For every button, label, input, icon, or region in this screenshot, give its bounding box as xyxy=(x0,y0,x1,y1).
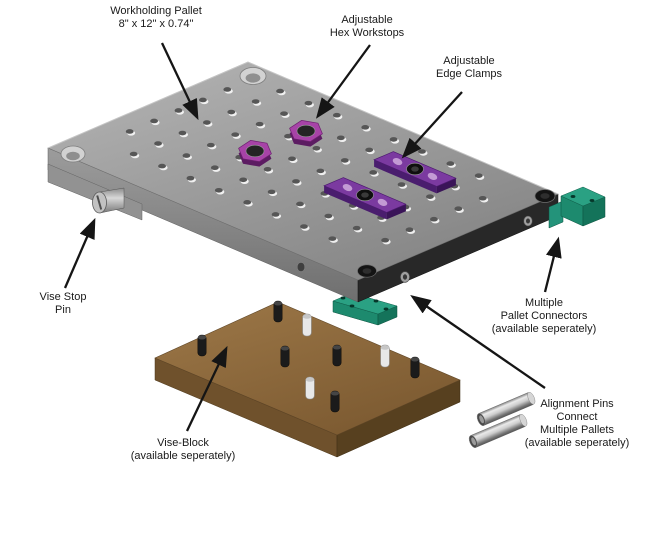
label-line: (available seperately) xyxy=(491,323,597,335)
vise-block-black-pins xyxy=(197,300,420,413)
label-line: Pallet Connectors xyxy=(500,310,588,322)
label-line: Vise Stop xyxy=(39,291,87,303)
label-line: Pin xyxy=(55,304,71,316)
hex-workstop xyxy=(289,120,323,147)
label-line: (available seperately) xyxy=(130,450,236,462)
label-line: (available seperately) xyxy=(524,437,630,449)
leader-arrows xyxy=(63,42,562,432)
leader-vise-stop-pin xyxy=(63,217,96,289)
alignment-pin xyxy=(476,392,536,426)
leader-pallet-connectors xyxy=(543,236,562,293)
workholding-pallet xyxy=(47,61,606,303)
label-line: Workholding Pallet xyxy=(110,5,202,17)
leader-alignment-pins xyxy=(410,295,546,389)
leader-hex-workstops xyxy=(315,44,371,119)
alignment-pin xyxy=(468,414,528,448)
pallet-connector-right xyxy=(548,186,606,229)
leader-workholding-pallet xyxy=(160,42,199,121)
vise-block-white-pins xyxy=(302,313,390,400)
label-line: Alignment Pins xyxy=(540,398,614,410)
label-line: 8" x 12" x 0.74" xyxy=(118,18,194,30)
label-line: Adjustable xyxy=(341,14,393,26)
label-line: Edge Clamps xyxy=(435,68,503,80)
label-hex-workstops: Adjustable Hex Workstops xyxy=(330,14,404,40)
edge-clamp xyxy=(373,151,457,194)
label-workholding-pallet: Workholding Pallet 8" x 12" x 0.74" xyxy=(110,5,202,31)
label-line: Hex Workstops xyxy=(329,27,405,39)
edge-clamp xyxy=(323,177,407,220)
label-pallet-connectors: Multiple Pallet Connectors (available se… xyxy=(492,297,597,336)
corner-counterbores xyxy=(60,67,556,278)
label-line: Adjustable xyxy=(443,55,495,67)
hex-workstop xyxy=(238,140,272,167)
pallet-hole-grid xyxy=(125,87,489,245)
label-vise-stop-pin: Vise Stop Pin xyxy=(40,291,87,317)
label-line: Multiple xyxy=(525,297,563,309)
vise-block xyxy=(154,300,461,458)
leader-vise-block xyxy=(185,345,228,432)
vise-stop-pin xyxy=(92,187,125,214)
label-line: Vise-Block xyxy=(157,437,209,449)
label-alignment-pins: Alignment Pins Connect Multiple Pallets … xyxy=(525,398,630,450)
label-line: Connect xyxy=(556,411,598,423)
label-edge-clamps: Adjustable Edge Clamps xyxy=(436,55,502,81)
label-vise-block: Vise-Block (available seperately) xyxy=(131,437,236,463)
label-line: Multiple Pallets xyxy=(540,424,614,436)
leader-edge-clamps xyxy=(401,91,463,159)
